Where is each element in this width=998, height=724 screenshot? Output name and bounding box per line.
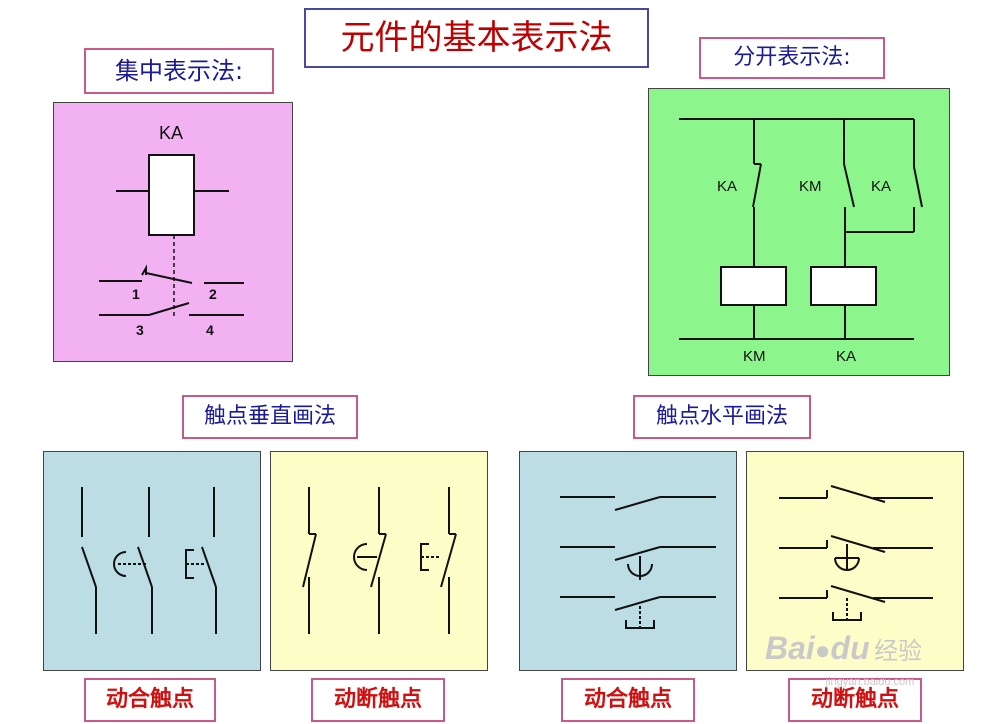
separated-method-label: 分开表示法: (699, 37, 885, 79)
watermark-brand-2: du (830, 630, 870, 666)
horizontal-nc-contact-panel (746, 451, 964, 671)
panel-label-vertical-no: 动合触点 (84, 678, 216, 722)
panel-label-vertical-nc: 动断触点 (311, 678, 445, 722)
concentrated-diagram: KA 1 2 3 4 (99, 123, 244, 338)
concentrated-diagram-panel: KA 1 2 3 4 (53, 102, 293, 362)
horizontal-no-contact-panel (519, 451, 737, 671)
concentrated-method-label: 集中表示法: (84, 48, 274, 94)
coil-label-km: KM (743, 348, 766, 365)
vertical-no-contacts (81, 487, 217, 634)
contact-label-ka-1: KA (717, 178, 737, 195)
vertical-drawing-label: 触点垂直画法 (182, 395, 358, 439)
contact-label-km: KM (799, 178, 822, 195)
terminal-3: 3 (136, 322, 144, 338)
vertical-nc-contacts (302, 487, 457, 634)
terminal-2: 2 (209, 286, 217, 302)
panel-label-horizontal-nc: 动断触点 (788, 678, 922, 722)
baidu-watermark: Bai●du 经验 (765, 630, 965, 676)
watermark-cn: 经验 (874, 638, 923, 665)
panel-label-horizontal-no: 动合触点 (561, 678, 695, 722)
contact-label-ka-2: KA (871, 178, 891, 195)
separated-diagram: KA KM KA KM KA (679, 118, 923, 365)
vertical-nc-contact-panel (270, 451, 488, 671)
watermark-brand: Bai (765, 630, 815, 666)
horizontal-no-contacts (560, 496, 716, 629)
separated-diagram-panel: KA KM KA KM KA (648, 88, 950, 376)
coil-label-ka: KA (836, 348, 856, 365)
terminal-1: 1 (132, 286, 140, 302)
coil-symbol (148, 154, 195, 236)
watermark-url: jingyan.baidu.com (825, 676, 915, 688)
terminal-4: 4 (206, 322, 214, 338)
coil-label: KA (159, 123, 183, 143)
horizontal-drawing-label: 触点水平画法 (633, 395, 811, 439)
paw-icon: ● (814, 635, 831, 665)
page-title: 元件的基本表示法 (304, 8, 649, 68)
horizontal-nc-contacts (779, 485, 933, 621)
vertical-no-contact-panel (43, 451, 261, 671)
